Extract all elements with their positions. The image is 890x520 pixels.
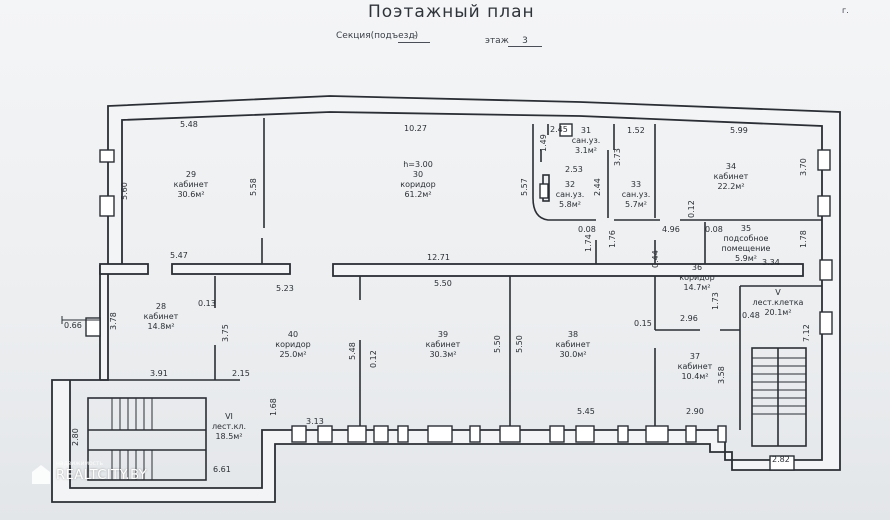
dim-label: 2.44 (593, 178, 602, 196)
dim-label: 5.50 (434, 279, 452, 288)
dim-label: 12.71 (427, 253, 450, 262)
stairs-v (751, 347, 807, 447)
floor-value: 3 (522, 36, 528, 46)
plan-title: Поэтажный план (368, 2, 535, 22)
dim-label: 2.45 (550, 125, 568, 134)
dim-label: 2.90 (686, 407, 704, 416)
dim-label: 6.61 (213, 465, 231, 474)
dim-label: 5.50 (493, 335, 502, 353)
dim-label: 5.99 (730, 126, 748, 135)
dim-label: 0.12 (369, 350, 378, 368)
dim-label: 1.49 (539, 134, 548, 152)
dim-label: 1.74 (584, 234, 593, 252)
dim-label: 0.44 (651, 250, 660, 268)
floor-underline (508, 46, 542, 47)
dim-label: 0.66 (64, 321, 82, 330)
dim-label: 3.73 (613, 148, 622, 166)
stairs-vi (87, 397, 207, 481)
dim-label: 3.78 (109, 312, 118, 330)
dim-label: 0.13 (198, 299, 216, 308)
dim-label: 0.12 (687, 200, 696, 218)
floor-label: этаж (485, 36, 509, 46)
dim-label: 5.47 (170, 251, 188, 260)
dim-label: 3.91 (150, 369, 168, 378)
dim-label: 5.58 (249, 178, 258, 196)
dim-label: 4.96 (662, 225, 680, 234)
partition-sanuz (532, 124, 596, 221)
dim-label: 0.48 (742, 311, 760, 320)
corner-mark: г. (842, 6, 849, 15)
dim-label: 3.70 (799, 158, 808, 176)
section-underline (398, 42, 430, 43)
dim-label: 1.76 (608, 230, 617, 248)
dim-label: 1.68 (269, 398, 278, 416)
dim-label: 1.78 (799, 230, 808, 248)
dim-label: 2.80 (71, 428, 80, 446)
south-windows (291, 425, 727, 443)
dim-label: 5.48 (180, 120, 198, 129)
dim-label: 2.53 (565, 165, 583, 174)
dim-label: 10.27 (404, 124, 427, 133)
watermark-subtext: надвижимость (56, 460, 104, 467)
watermark-text: REALTCITY.BY (56, 468, 148, 483)
corridor-wall-stub (99, 263, 149, 275)
dim-label: 0.08 (705, 225, 723, 234)
dim-label: 3.13 (306, 417, 324, 426)
dim-label: 1.73 (711, 292, 720, 310)
dim-label: 5.57 (520, 178, 529, 196)
watermark-logo-icon (32, 465, 50, 484)
corridor-wall-left (171, 263, 291, 275)
dim-label: 3.34 (762, 258, 780, 267)
dim-label: 0.08 (578, 225, 596, 234)
dim-label: 5.60 (120, 182, 129, 200)
section-value: - (413, 31, 417, 41)
dim-label: 2.82 (772, 455, 790, 464)
corridor-wall (332, 263, 804, 277)
dim-label: 1.52 (627, 126, 645, 135)
dim-label: 2.96 (680, 314, 698, 323)
dim-label: 5.48 (348, 342, 357, 360)
dim-label: 5.45 (577, 407, 595, 416)
dim-label: 3.75 (221, 324, 230, 342)
dim-label: 5.23 (276, 284, 294, 293)
dim-label: 2.15 (232, 369, 250, 378)
dim-label: 7.12 (802, 324, 811, 342)
dim-label: 5.50 (515, 335, 524, 353)
dim-label: 0.15 (634, 319, 652, 328)
section-label: Секция(подъезд) (336, 31, 419, 41)
outer-walls (51, 95, 841, 503)
